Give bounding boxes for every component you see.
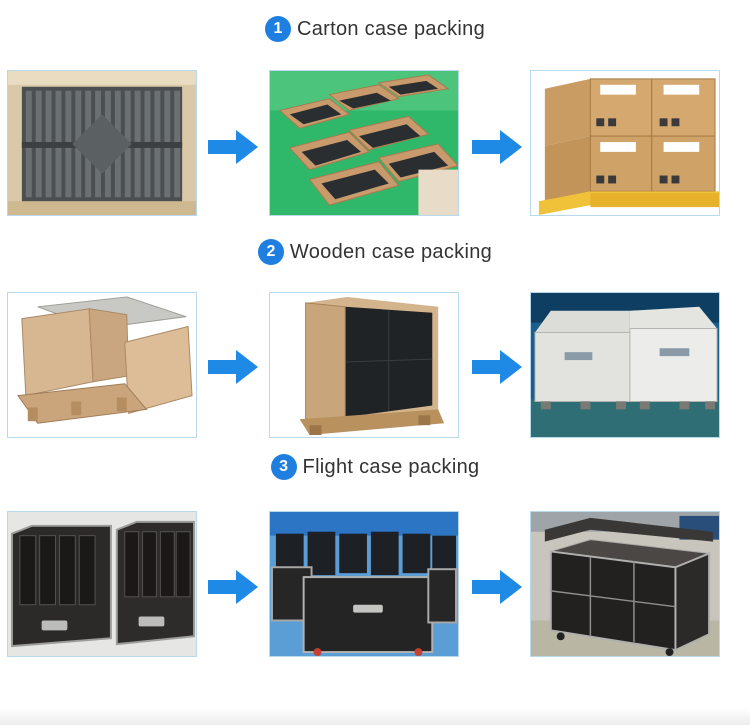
open-flight-cases-photo	[7, 511, 197, 657]
page-bottom-edge	[0, 708, 750, 725]
step-number-badge: 1	[264, 16, 291, 42]
step-number-badge: 3	[270, 454, 297, 480]
carton-box-with-modules-photo	[7, 70, 197, 216]
section-title: Flight case packing	[302, 455, 480, 478]
section-heading-carton: 1 Carton case packing	[0, 14, 750, 44]
section-title: Wooden case packing	[289, 240, 493, 263]
section-heading-wooden: 2 Wooden case packing	[0, 237, 750, 267]
open-cartons-with-modules-photo	[269, 70, 459, 216]
disassembled-wooden-crate-photo	[7, 292, 197, 438]
arrow-right-icon	[208, 570, 258, 604]
arrow-right-icon	[208, 350, 258, 384]
arrow-right-icon	[472, 350, 522, 384]
led-cabinet-in-wooden-crate-photo	[269, 292, 459, 438]
cartons-on-pallet-photo	[530, 70, 720, 216]
sealed-plywood-crates-photo	[530, 292, 720, 438]
row-of-closed-flight-cases-photo	[530, 511, 720, 657]
arrow-right-icon	[472, 570, 522, 604]
arrow-right-icon	[472, 130, 522, 164]
section-title: Carton case packing	[296, 17, 486, 40]
step-number-badge: 2	[257, 239, 284, 265]
flight-case-with-cabinets-photo	[269, 511, 459, 657]
arrow-right-icon	[208, 130, 258, 164]
section-heading-flight: 3 Flight case packing	[0, 452, 750, 482]
